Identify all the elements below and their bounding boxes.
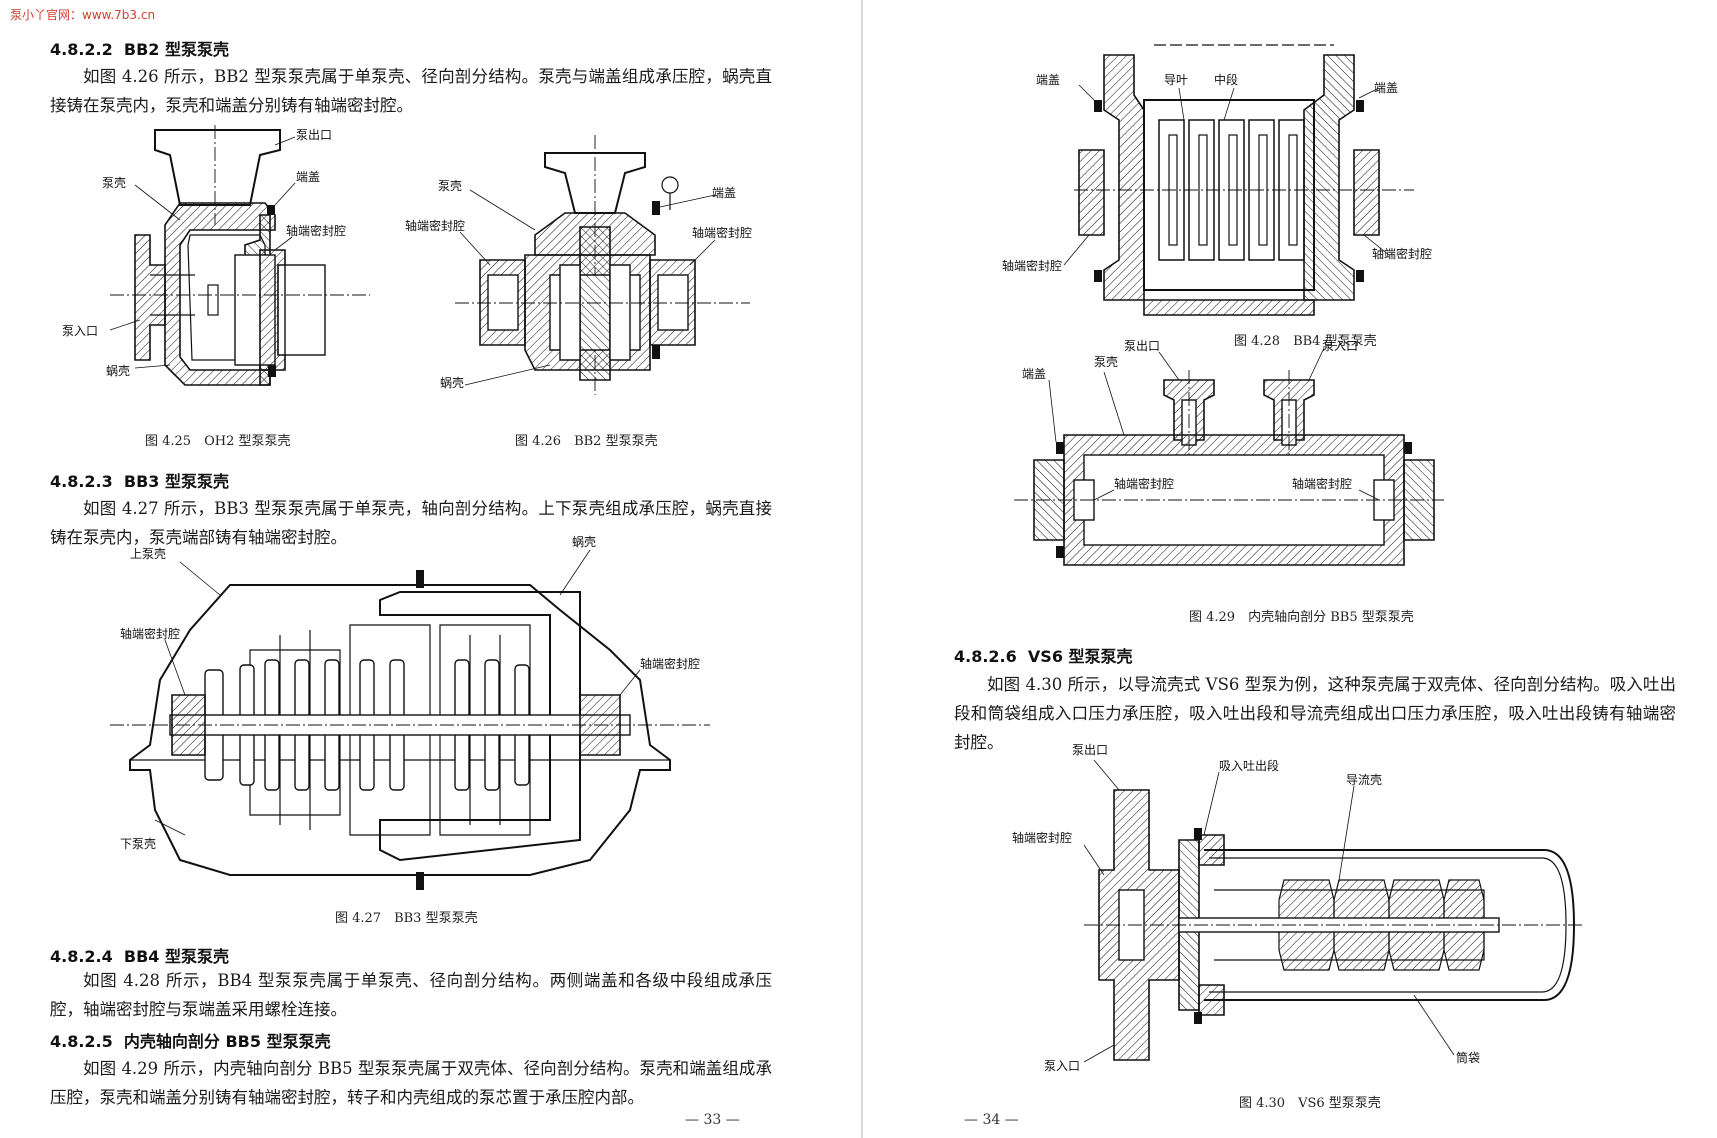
label-seal-left: 轴端密封腔 (120, 626, 180, 641)
section-number: 4.8.2.4 (50, 947, 113, 966)
figure-bb3-casing: 上泵壳 蜗壳 轴端密封腔 轴端密封腔 下泵壳 (110, 534, 710, 890)
section-heading-bb3: 4.8.2.3 BB3 型泵泵壳 (50, 468, 229, 492)
label-diffuser-shell: 导流壳 (1346, 773, 1382, 787)
label-outlet: 泵出口 (296, 128, 332, 142)
paragraph-bb5: 如图 4.29 所示，内壳轴向剖分 BB5 型泵泵壳属于双壳体、径向剖分结构。泵… (50, 1059, 772, 1107)
label-cover-right: 端盖 (1374, 81, 1398, 95)
left-page: 4.8.2.2 BB2 型泵泵壳 如图 4.26 所示，BB2 型泵泵壳属于单泵… (50, 36, 772, 1128)
section-title: BB3 型泵泵壳 (123, 472, 230, 491)
figure-caption-428: 图 4.28 BB4 型泵泵壳 (1234, 334, 1377, 349)
label-upper-casing: 上泵壳 (130, 547, 166, 561)
paragraph-bb2: 如图 4.26 所示，BB2 型泵泵壳属于单泵壳、径向剖分结构。泵壳与端盖组成承… (50, 67, 772, 115)
label-seal: 轴端密封腔 (286, 223, 346, 238)
figure-caption-425: 图 4.25 OH2 型泵泵壳 (145, 434, 291, 449)
label-inlet: 泵入口 (62, 324, 98, 338)
paragraph-bb3: 如图 4.27 所示，BB3 型泵泵壳属于单泵壳，轴向剖分结构。上下泵壳组成承压… (50, 499, 772, 547)
label-seal-left: 轴端密封腔 (405, 218, 465, 233)
page-number: — 34 — (964, 1112, 1019, 1128)
section-heading-bb5: 4.8.2.5 内壳轴向剖分 BB5 型泵泵壳 (50, 1028, 331, 1052)
label-volute: 蜗壳 (106, 363, 130, 378)
label-seal-right: 轴端密封腔 (692, 225, 752, 240)
label-cover-left: 端盖 (1036, 73, 1060, 87)
paragraph-bb4: 如图 4.28 所示，BB4 型泵泵壳属于单泵壳、径向剖分结构。两侧端盖和各级中… (50, 971, 772, 1019)
label-diffuser: 导叶 (1164, 73, 1188, 87)
label-seal: 轴端密封腔 (1012, 830, 1072, 845)
label-seal-left: 轴端密封腔 (1002, 258, 1062, 273)
section-number: 4.8.2.2 (50, 40, 113, 59)
label-seal-right: 轴端密封腔 (640, 656, 700, 671)
figure-vs6-casing: 泵出口 吸入吐出段 导流壳 轴端密封腔 泵入口 筒袋 (1012, 743, 1584, 1073)
label-casing: 泵壳 (438, 179, 462, 193)
section-title: 内壳轴向剖分 BB5 型泵泵壳 (123, 1032, 331, 1051)
label-seal-right: 轴端密封腔 (1292, 476, 1352, 491)
label-barrel: 筒袋 (1456, 1050, 1480, 1065)
page-number: — 33 — (685, 1112, 740, 1128)
figure-caption-429: 图 4.29 内壳轴向剖分 BB5 型泵泵壳 (1189, 610, 1414, 625)
figure-caption-426: 图 4.26 BB2 型泵泵壳 (515, 434, 658, 449)
label-lower-casing: 下泵壳 (120, 837, 156, 851)
label-seal-left: 轴端密封腔 (1114, 476, 1174, 491)
figure-bb5-casing: 泵出口 泵入口 端盖 泵壳 轴端密封腔 轴端密封腔 (1014, 339, 1444, 590)
watermark: 泵小丫官网：www.7b3.cn (10, 8, 156, 22)
label-casing: 泵壳 (1094, 355, 1118, 369)
label-inlet: 泵入口 (1044, 1059, 1080, 1073)
figure-caption-430: 图 4.30 VS6 型泵泵壳 (1239, 1096, 1381, 1111)
label-outlet: 泵出口 (1072, 743, 1108, 757)
section-number: 4.8.2.3 (50, 472, 113, 491)
figure-bb4-casing: 端盖 导叶 中段 端盖 轴端密封腔 轴端密封腔 (1002, 40, 1432, 320)
label-cover: 端盖 (1022, 367, 1046, 381)
label-volute: 蜗壳 (572, 534, 596, 549)
section-title: BB4 型泵泵壳 (123, 947, 230, 966)
section-heading-bb2: 4.8.2.2 BB2 型泵泵壳 (50, 36, 229, 60)
label-middle-section: 中段 (1214, 72, 1238, 87)
label-seal-right: 轴端密封腔 (1372, 246, 1432, 261)
label-outlet: 泵出口 (1124, 339, 1160, 353)
section-number: 4.8.2.6 (954, 647, 1017, 666)
figure-caption-427: 图 4.27 BB3 型泵泵壳 (335, 911, 478, 926)
page-divider (861, 0, 863, 1138)
section-heading-bb4: 4.8.2.4 BB4 型泵泵壳 (50, 943, 229, 967)
figure-bb2-casing: 泵壳 端盖 轴端密封腔 轴端密封腔 蜗壳 (405, 135, 760, 405)
label-cover: 端盖 (712, 186, 736, 200)
label-volute: 蜗壳 (440, 375, 464, 390)
section-heading-vs6: 4.8.2.6 VS6 型泵泵壳 (954, 643, 1133, 667)
label-inlet: 泵入口 (1322, 339, 1358, 353)
section-title: VS6 型泵泵壳 (1027, 647, 1133, 666)
label-suction-discharge: 吸入吐出段 (1219, 758, 1279, 773)
figure-oh2-casing: 泵出口 泵壳 端盖 轴端密封腔 泵入口 蜗壳 (60, 125, 380, 425)
label-cover: 端盖 (296, 170, 320, 184)
section-title: BB2 型泵泵壳 (123, 40, 230, 59)
right-page: 端盖 导叶 中段 端盖 轴端密封腔 轴端密封腔 图 4.28 BB4 型泵泵壳 (864, 0, 1717, 1138)
paragraph-vs6: 如图 4.30 所示，以导流壳式 VS6 型泵为例，这种泵壳属于双壳体、径向剖分… (954, 675, 1676, 752)
label-casing: 泵壳 (102, 176, 126, 190)
section-number: 4.8.2.5 (50, 1032, 113, 1051)
